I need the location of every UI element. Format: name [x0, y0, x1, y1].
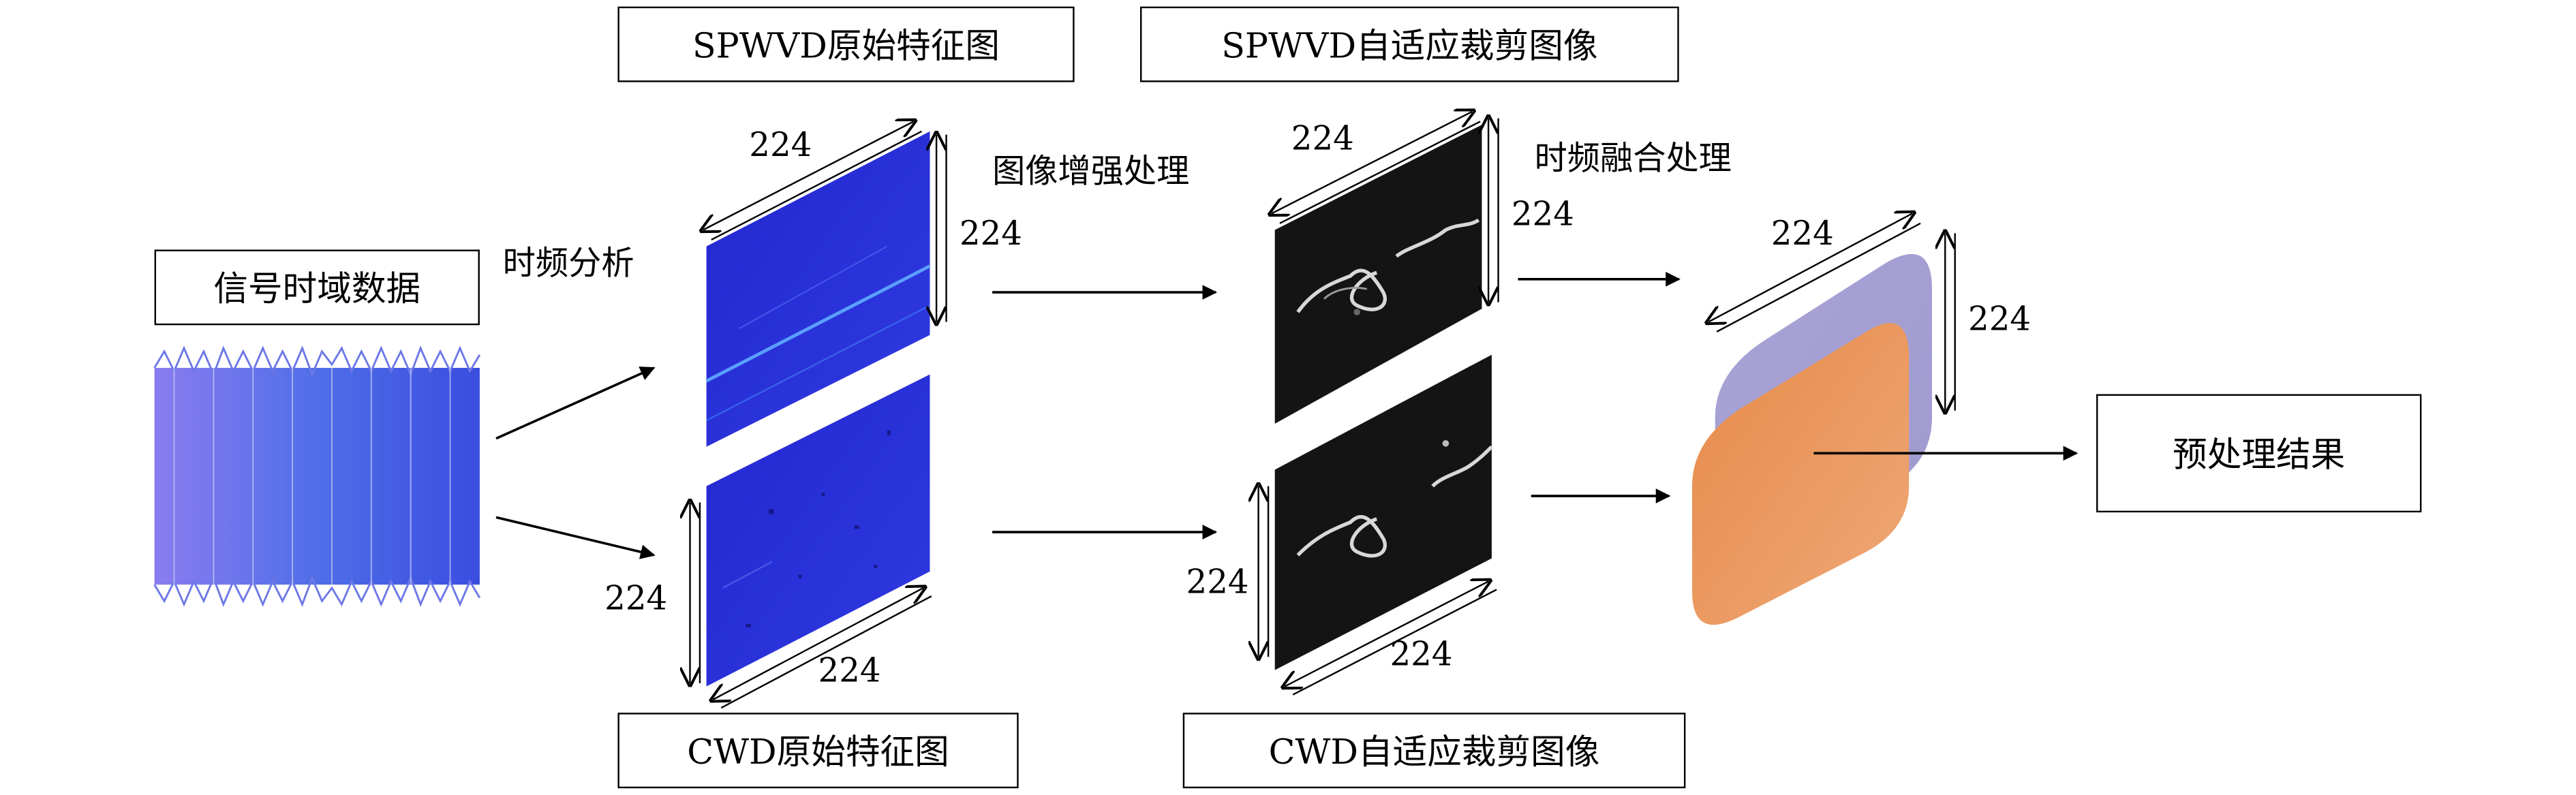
dim-label-cwd-crop-height: 224 — [1186, 561, 1249, 602]
dim-label-spwvd-orig-height: 224 — [959, 213, 1022, 253]
step-image-enhancement: 图像增强处理 — [992, 151, 1190, 191]
dim-label-spwvd-orig-width: 224 — [749, 125, 812, 165]
dim-label-fused-height: 224 — [1968, 298, 2031, 339]
dim-label-fused-width: 224 — [1770, 213, 1834, 253]
dim-arrow-spwvd-crop-width — [1272, 112, 1472, 213]
dim-label-spwvd-crop-width: 224 — [1291, 118, 1354, 158]
spwvd-original-box: SPWVD原始特征图 — [617, 6, 1075, 82]
dim-arrow-fused-width — [1708, 213, 1912, 322]
result-box: 预处理结果 — [2096, 394, 2422, 513]
dim-arrow-spwvd-orig-width — [703, 121, 914, 230]
signal-waveform — [153, 345, 481, 608]
dim-label-spwvd-crop-height: 224 — [1511, 193, 1574, 234]
cwd-cropped-box: CWD自适应裁剪图像 — [1182, 713, 1686, 789]
arrow-signal-to-cwd — [495, 516, 656, 559]
step-time-freq-fusion: 时频融合处理 — [1534, 138, 1732, 178]
dim-arrow-cwd-orig-width — [713, 588, 923, 700]
cwd-original-box: CWD原始特征图 — [617, 713, 1019, 789]
signal-time-data-box: 信号时域数据 — [154, 249, 480, 326]
dim-label-cwd-crop-width: 224 — [1390, 634, 1453, 674]
arrow-signal-to-spwvd — [495, 367, 656, 440]
dim-label-cwd-orig-height: 224 — [604, 578, 668, 618]
dim-arrow-cwd-crop-width — [1285, 581, 1488, 686]
fused-layers — [1692, 253, 1932, 625]
step-time-freq-analysis: 时频分析 — [502, 243, 634, 283]
spwvd-cropped-box: SPWVD自适应裁剪图像 — [1140, 6, 1679, 82]
dim-label-cwd-orig-width: 224 — [818, 650, 881, 690]
